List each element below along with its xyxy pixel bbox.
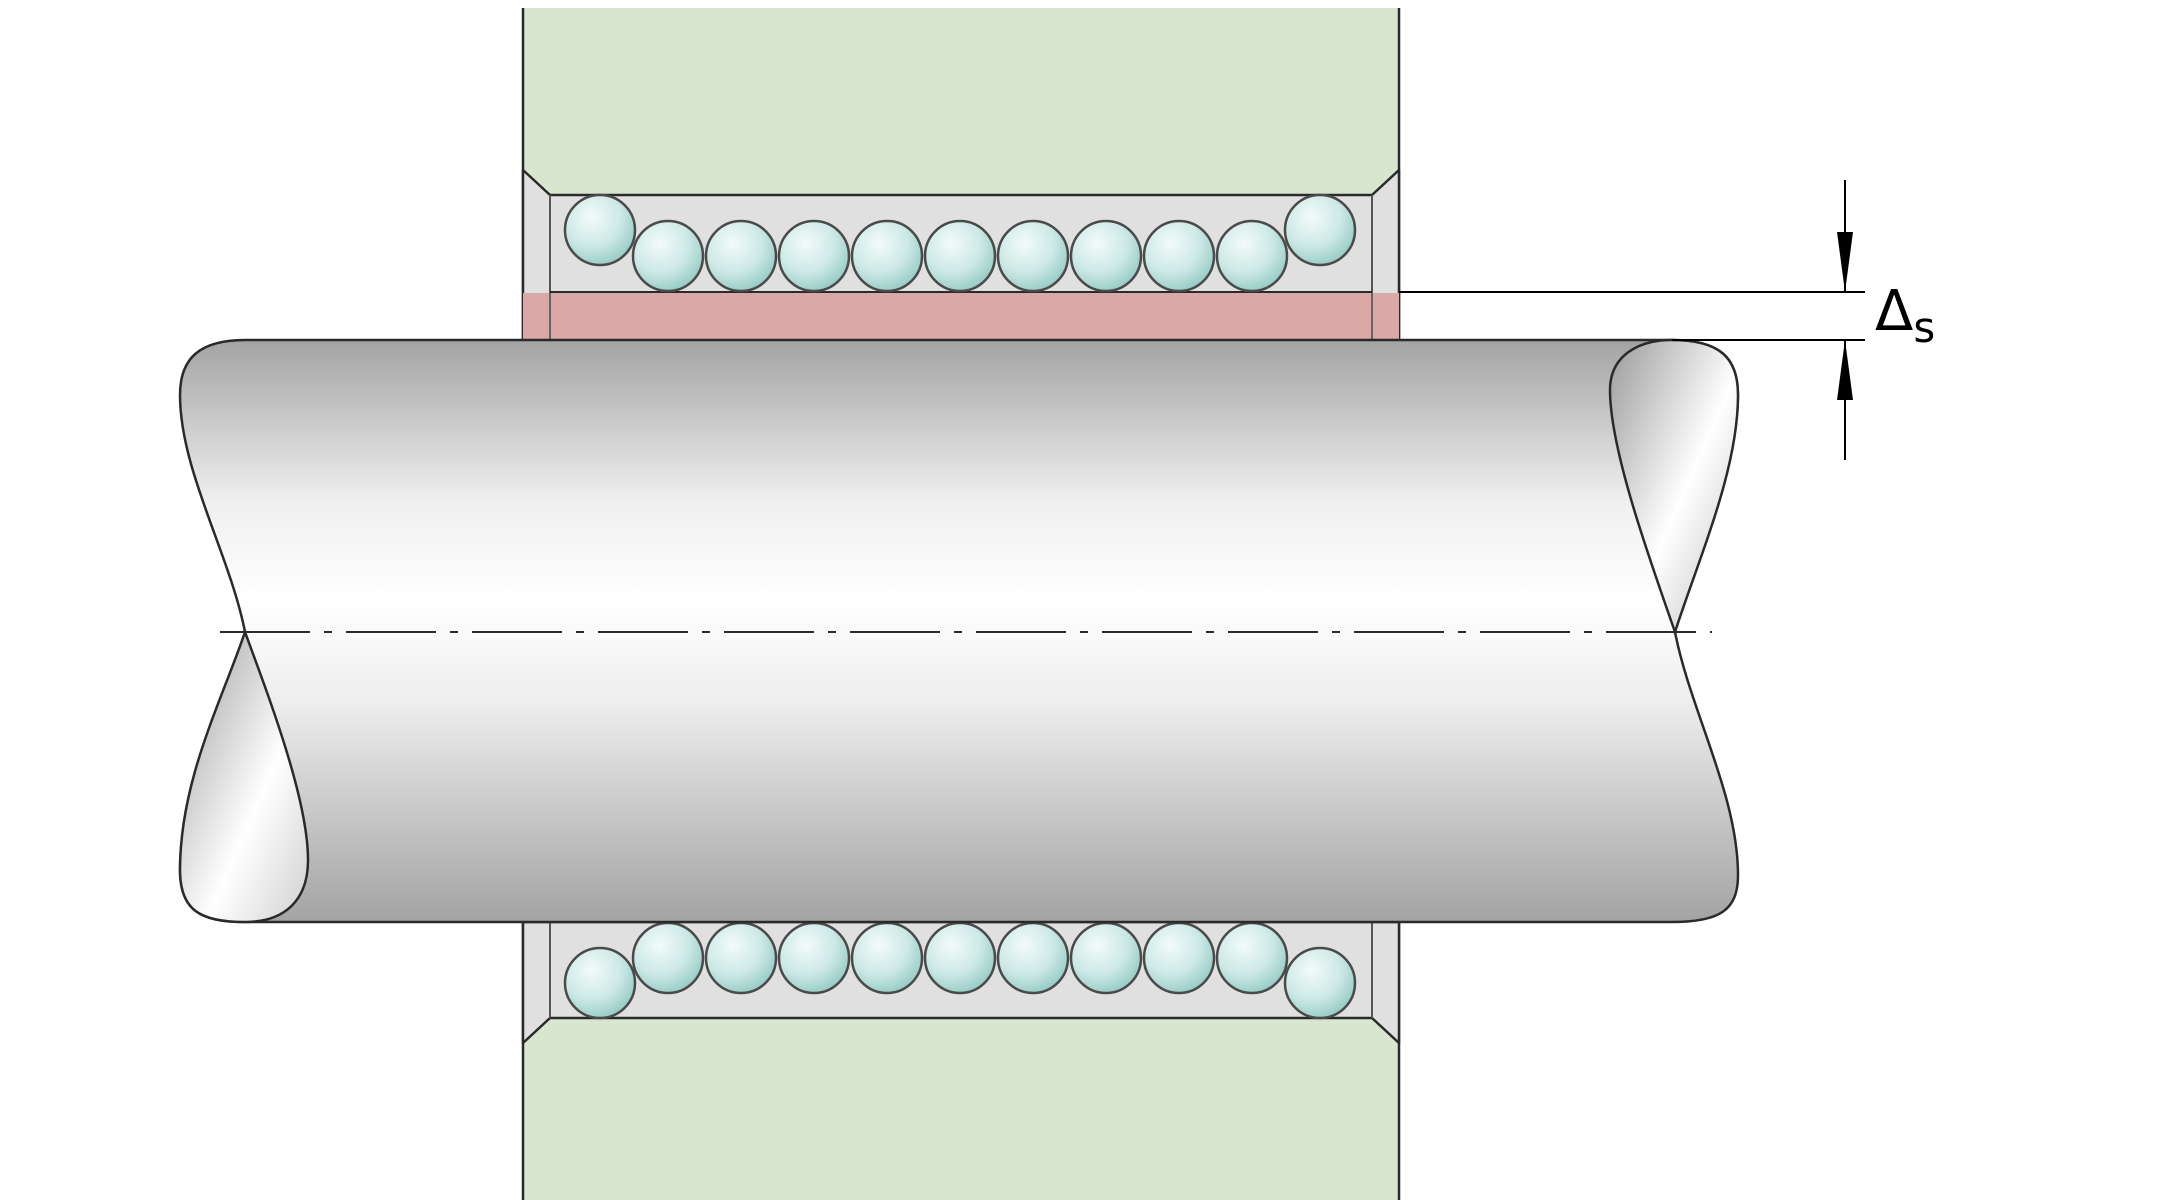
upper-ball (563, 193, 637, 267)
lower-ball (704, 921, 778, 995)
lower-ball (563, 946, 637, 1020)
lower-ball (631, 921, 705, 995)
lower-ball (1283, 946, 1357, 1020)
dimension-symbol: Δ (1875, 279, 1913, 344)
lower-ball (850, 921, 924, 995)
lower-ball-row (563, 921, 1357, 1020)
upper-ball-row (563, 193, 1357, 293)
upper-ball (1283, 193, 1357, 267)
upper-ball (996, 219, 1070, 293)
dimension-arrow-up (1837, 340, 1853, 400)
clearance-zone (523, 293, 1399, 340)
dimension-label: Δs (1875, 279, 1935, 352)
lower-ball (1069, 921, 1143, 995)
lower-ball (996, 921, 1070, 995)
lower-ball (777, 921, 851, 995)
lower-ball (1215, 921, 1289, 995)
upper-ball (1215, 219, 1289, 293)
upper-ball (1142, 219, 1216, 293)
lower-ball (1142, 921, 1216, 995)
upper-ball (777, 219, 851, 293)
upper-ball (923, 219, 997, 293)
upper-ball (631, 219, 705, 293)
lower-ball (923, 921, 997, 995)
dimension-subscript: s (1913, 303, 1935, 352)
dimension-arrow-down (1837, 232, 1853, 292)
upper-ball (704, 219, 778, 293)
shaft-left-end-face (178, 628, 310, 924)
upper-ball (1069, 219, 1143, 293)
upper-ball (850, 219, 924, 293)
